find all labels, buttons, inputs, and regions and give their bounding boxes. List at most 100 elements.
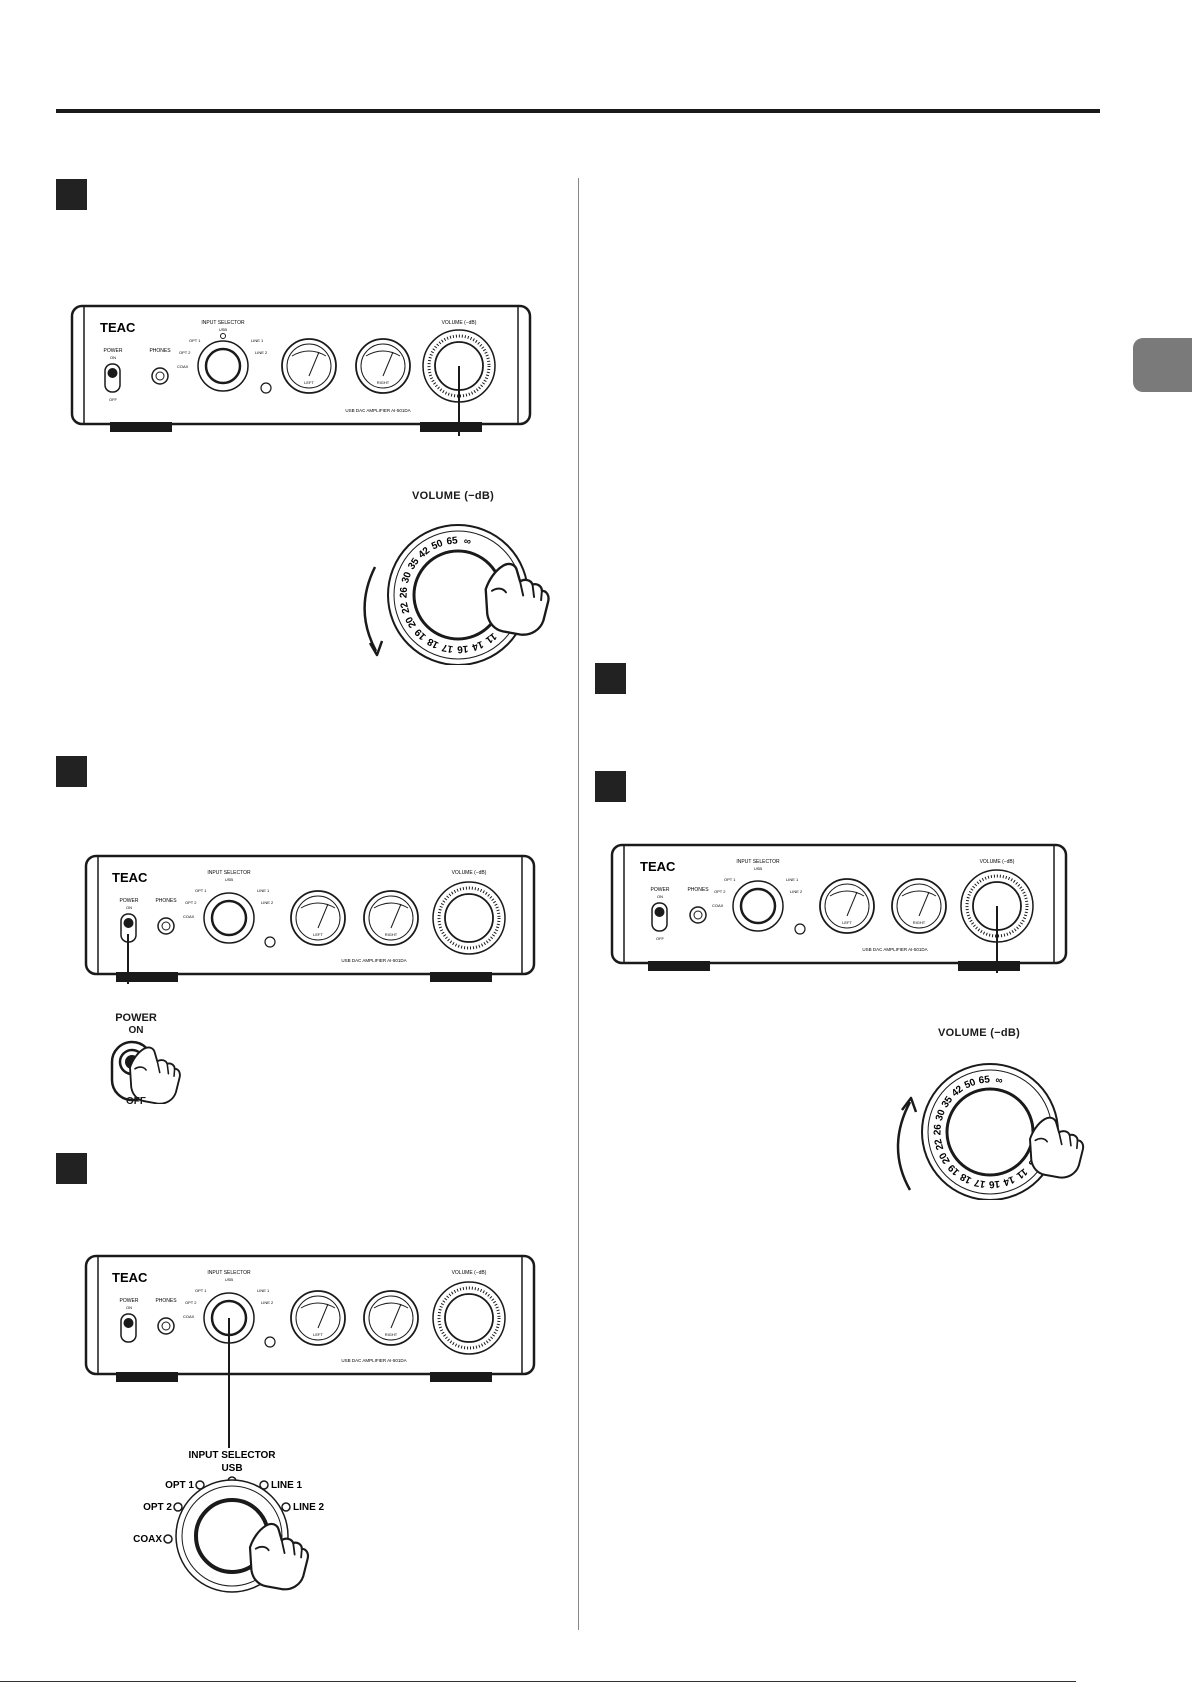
usb-callout-label: USB	[221, 1463, 242, 1474]
chapter-tab	[1133, 338, 1192, 392]
volume-callout-label-2: VOLUME (−dB)	[938, 1027, 1021, 1039]
input-opt1-label: OPT 1	[724, 877, 736, 882]
input-selector-label: INPUT SELECTOR	[201, 320, 245, 326]
opt2-indicator	[173, 1502, 183, 1512]
volume-scale-label: 22	[399, 601, 412, 615]
volume-scale-label: ∞	[463, 536, 472, 548]
power-label: POWER	[120, 1298, 139, 1304]
step-marker-5	[595, 771, 626, 802]
opt1-callout-label: OPT 1	[165, 1480, 194, 1491]
power-on-label: ON	[110, 355, 116, 360]
model-label: USB DAC AMPLIFIER AI-501DA	[862, 947, 927, 952]
input-selector-label: INPUT SELECTOR	[736, 859, 780, 865]
meter-left-label: LEFT	[313, 1332, 323, 1337]
volume-scale-label: 30	[400, 570, 414, 584]
power-on-label: ON	[126, 905, 132, 910]
input-line2-label: LINE 2	[261, 1300, 274, 1305]
volume-label: VOLUME (−dB)	[452, 1270, 487, 1276]
step-marker-3	[56, 1153, 87, 1184]
volume-scale-label: 14	[470, 638, 485, 652]
remote-sensor	[260, 382, 272, 394]
volume-scale-label: 50	[963, 1077, 978, 1092]
volume-scale-label: 18	[958, 1170, 973, 1185]
phones-label: PHONES	[155, 898, 177, 904]
phones-label: PHONES	[149, 348, 171, 354]
line2-callout-label: LINE 2	[293, 1502, 325, 1513]
input-coax-label: COAX	[712, 903, 724, 908]
amplifier-front-panel-1: TEAC POWER ON OFF PHONES INPUT SELECTOR …	[70, 304, 532, 436]
meter-left-label: LEFT	[842, 920, 852, 925]
volume-scale-label: 18	[425, 635, 440, 650]
input-usb-label: USB	[225, 1277, 234, 1282]
input-opt2-label: OPT 2	[185, 900, 197, 905]
column-divider	[578, 178, 579, 1630]
volume-scale-label: 17	[973, 1176, 986, 1189]
footer-rule	[0, 1681, 1076, 1682]
meter-right-label: RIGHT	[913, 920, 926, 925]
input-opt2-label: OPT 2	[179, 350, 191, 355]
amplifier-front-panel-4: TEAC POWER ON OFF PHONES INPUT SELECTOR …	[610, 843, 1068, 973]
input-usb-label: USB	[225, 877, 234, 882]
input-usb-label: USB	[754, 866, 763, 871]
power-off-callout: OFF	[126, 1096, 146, 1107]
step-marker-1	[56, 179, 87, 210]
power-label: POWER	[104, 348, 123, 354]
volume-scale-label: ∞	[995, 1075, 1004, 1087]
volume-scale-label: 30	[934, 1108, 948, 1122]
input-line1-label: LINE 1	[257, 888, 270, 893]
volume-scale-label: 26	[399, 586, 410, 598]
power-callout-label: POWER	[115, 1012, 157, 1024]
volume-knob-closeup-2: ∞655042353026222019181716141180	[896, 1063, 1085, 1200]
input-opt1-label: OPT 1	[195, 1288, 207, 1293]
amplifier-front-panel-2: TEAC POWER ON PHONES INPUT SELECTOR USB …	[84, 854, 536, 984]
input-opt1-label: OPT 1	[195, 888, 207, 893]
brand-logo: TEAC	[112, 870, 148, 885]
brand-logo: TEAC	[112, 1270, 148, 1285]
volume-label: VOLUME (−dB)	[442, 320, 477, 326]
volume-label: VOLUME (−dB)	[452, 870, 487, 876]
input-line2-label: LINE 2	[261, 900, 274, 905]
input-selector-closeup: INPUT SELECTOR USB OPT 1 OPT 2 COAX LINE…	[133, 1384, 325, 1593]
volume-label: VOLUME (−dB)	[980, 859, 1015, 865]
volume-scale-label: 16	[988, 1178, 1000, 1190]
volume-scale-label: 14	[1001, 1173, 1016, 1187]
model-label: USB DAC AMPLIFIER AI-501DA	[341, 958, 406, 963]
input-selector-label: INPUT SELECTOR	[207, 1270, 251, 1276]
volume-scale-label: 16	[456, 643, 468, 655]
input-opt2-label: OPT 2	[185, 1300, 197, 1305]
volume-scale-label: 20	[404, 614, 419, 630]
brand-logo: TEAC	[100, 320, 136, 335]
input-opt2-label: OPT 2	[714, 889, 726, 894]
volume-scale-label: 65	[446, 535, 459, 547]
opt1-indicator	[195, 1480, 205, 1490]
volume-scale-label: 50	[430, 538, 445, 553]
volume-scale-label: 26	[932, 1123, 943, 1135]
model-label: USB DAC AMPLIFIER AI-501DA	[345, 408, 410, 413]
phones-label: PHONES	[687, 887, 709, 893]
step-marker-2	[56, 756, 87, 787]
rotate-ccw-arrow	[363, 566, 378, 652]
input-selector-label: INPUT SELECTOR	[207, 870, 251, 876]
header-rule	[56, 109, 1100, 113]
input-line2-label: LINE 2	[790, 889, 803, 894]
input-line1-label: LINE 1	[257, 1288, 270, 1293]
volume-scale-label: 20	[937, 1150, 952, 1166]
rotate-cw-arrow	[896, 1101, 912, 1191]
input-opt1-label: OPT 1	[189, 338, 201, 343]
amplifier-front-panel-3: TEAC POWER ON PHONES INPUT SELECTOR USB …	[84, 1254, 536, 1384]
line1-indicator	[259, 1480, 269, 1490]
power-off-label: OFF	[656, 936, 665, 941]
input-line2-label: LINE 2	[255, 350, 268, 355]
power-on-callout: ON	[128, 1025, 144, 1036]
opt2-callout-label: OPT 2	[143, 1502, 172, 1513]
meter-right-label: RIGHT	[385, 932, 398, 937]
power-label: POWER	[651, 887, 670, 893]
input-line1-label: LINE 1	[251, 338, 264, 343]
brand-logo: TEAC	[640, 859, 676, 874]
volume-scale-label: 17	[441, 641, 454, 654]
step-marker-4	[595, 663, 626, 694]
coax-indicator	[163, 1534, 173, 1544]
model-label: USB DAC AMPLIFIER AI-501DA	[341, 1358, 406, 1363]
input-coax-label: COAX	[177, 364, 189, 369]
volume-scale-label: 22	[933, 1137, 946, 1151]
